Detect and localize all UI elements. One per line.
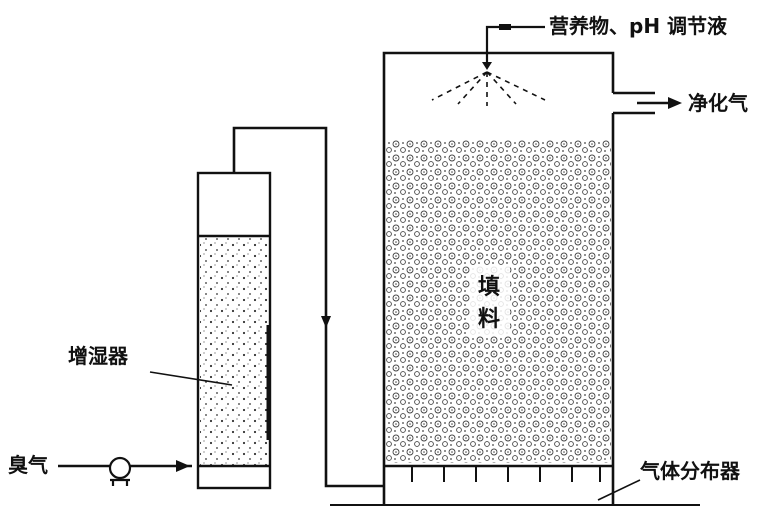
spray-pattern — [431, 71, 546, 106]
odor-gas-label: 臭气 — [8, 453, 48, 477]
inlet-arrow-icon — [176, 460, 190, 472]
gas-distributor-nozzles — [411, 466, 601, 482]
humidifier-leader-line — [149, 371, 233, 386]
distributor-leader-line — [597, 479, 641, 501]
gas-distributor-label: 气体分布器 — [639, 459, 741, 483]
flow-down-arrow-icon — [321, 316, 331, 328]
biofilter-wall-left-top — [382, 51, 615, 505]
blower-pump-icon — [108, 456, 132, 486]
purified-gas-arrow-icon — [668, 97, 682, 109]
spray-nozzle-icon — [482, 62, 492, 70]
purified-gas-outlet — [613, 91, 670, 115]
packing-label-char2: 料 — [478, 307, 500, 332]
feed-valve-icon — [499, 24, 511, 30]
humidifier-packing — [200, 238, 268, 465]
packing-label-bg — [470, 265, 510, 335]
biofilter-column — [382, 51, 615, 505]
humidifier-label: 增湿器 — [68, 344, 129, 368]
packing-label-char1: 填 — [478, 275, 500, 300]
nutrient-ph-label: 营养物、pH 调节液 — [549, 14, 728, 38]
nutrient-feed-line — [485, 25, 545, 62]
purified-gas-label: 净化气 — [688, 91, 748, 115]
connecting-pipe — [232, 126, 384, 488]
